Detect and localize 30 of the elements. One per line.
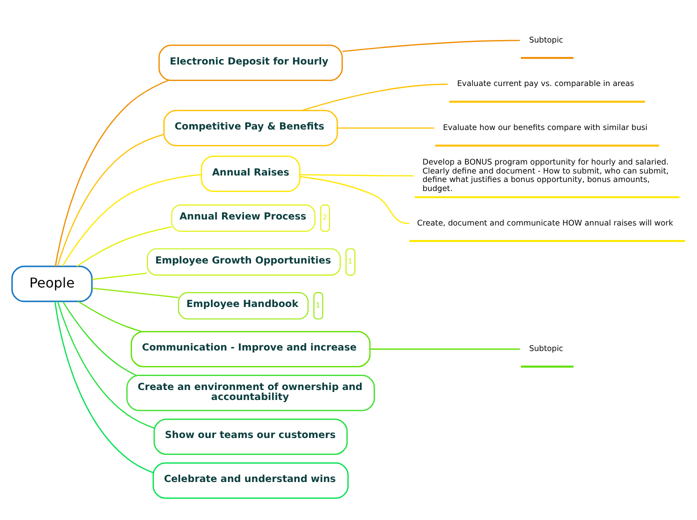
node-box: Communication - Improve and increase — [130, 330, 371, 367]
connector — [300, 176, 410, 224]
connector — [78, 300, 142, 332]
connector — [54, 79, 169, 266]
node-box: Create an environment of ownership and accountability — [126, 374, 375, 411]
connector — [92, 287, 179, 298]
connector — [370, 348, 520, 350]
connector — [92, 272, 147, 280]
node-text: Subtopic — [529, 34, 564, 44]
node-box: Annual Raises — [200, 155, 300, 192]
connector — [342, 39, 520, 52]
node-text: Evaluate current pay vs. comparable in areas — [457, 78, 634, 88]
connector — [57, 300, 154, 428]
node-box: Competitive Pay & Benefits — [163, 109, 338, 146]
node-text: Subtopic — [529, 343, 564, 352]
connector — [62, 174, 202, 266]
node-box: Celebrate and understand wins — [152, 462, 349, 498]
node-box: People — [11, 265, 93, 302]
node-text: Develop a BONUS program opportunity for hourly and salaried. Clearly define and document - How to submit, who can submit, define what justifies a bonus opportunity, bonus amounts, budget. — [422, 156, 669, 192]
connector — [54, 300, 154, 473]
connector — [62, 300, 137, 376]
node-text: Create, document and communicate HOW annual raises will work — [417, 218, 674, 227]
node-text: Evaluate how our benefits compare with similar busi — [442, 122, 648, 132]
connector — [338, 126, 434, 128]
node-box: Show our teams our customers — [154, 418, 348, 454]
connector — [76, 226, 172, 266]
connector — [302, 83, 448, 111]
node-box: Electronic Deposit for Hourly — [158, 44, 343, 80]
connector — [300, 174, 414, 176]
connector — [57, 133, 164, 266]
